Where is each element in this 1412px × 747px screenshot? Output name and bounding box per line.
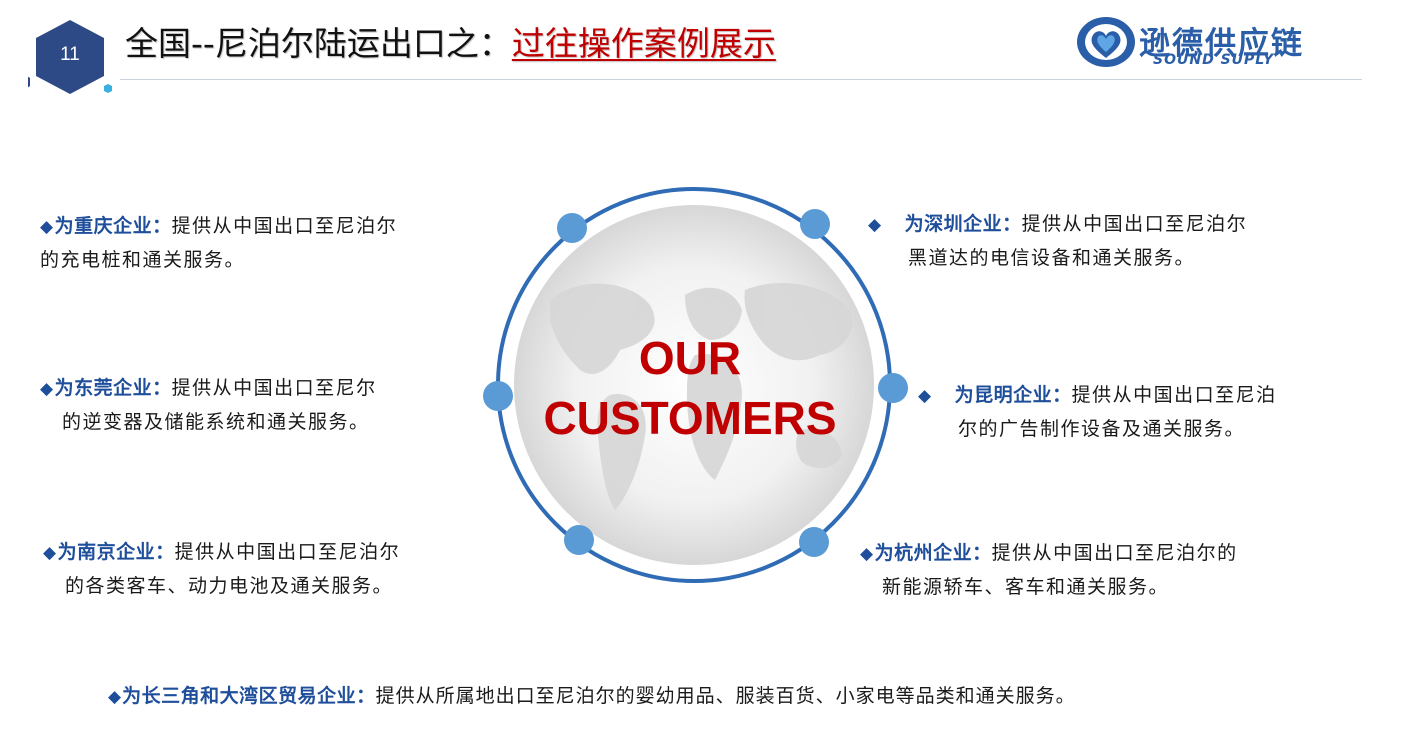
customer-lead: 为昆明企业： [954, 384, 1072, 406]
customer-text: 黑道达的电信设备和通关服务。 [908, 247, 1196, 269]
customer-text: 的各类客车、动力电池及通关服务。 [65, 575, 394, 597]
world-map-silhouette [550, 282, 853, 510]
customer-chongqing: ◆为重庆企业：提供从中国出口至尼泊尔 的充电桩和通关服务。 [40, 210, 397, 277]
center-heading: OUR CUSTOMERS [520, 330, 860, 450]
logo-english-name: SOUND SUPLY [1153, 52, 1275, 68]
title-prefix: 全国--尼泊尔陆运出口之： [125, 24, 512, 63]
diamond-bullet-icon: ◆ [43, 543, 58, 563]
customer-text: 尔的广告制作设备及通关服务。 [958, 418, 1246, 440]
logo-chinese-name: 逊德供应链 [1139, 26, 1304, 62]
customer-text: 新能源轿车、客车和通关服务。 [882, 576, 1170, 598]
customer-text: 提供从中国出口至尼尔 [171, 377, 377, 399]
customer-text: 提供从所属地出口至尼泊尔的婴幼用品、服装百货、小家电等品类和通关服务。 [375, 685, 1076, 707]
customer-dongguan: ◆为东莞企业：提供从中国出口至尼尔 的逆变器及储能系统和通关服务。 [40, 372, 377, 439]
diamond-bullet-icon: ◆ [918, 386, 933, 406]
header-divider [120, 79, 1362, 80]
small-hexagon-dark [28, 76, 30, 88]
customer-lead: 为深圳企业： [904, 213, 1022, 235]
customer-lead: 为东莞企业： [54, 377, 172, 399]
diamond-bullet-icon: ◆ [40, 379, 55, 399]
diamond-bullet-icon: ◆ [40, 217, 55, 237]
diamond-bullet-icon: ◆ [868, 215, 883, 235]
customer-yangtze-gba: ◆为长三角和大湾区贸易企业：提供从所属地出口至尼泊尔的婴幼用品、服装百货、小家电… [108, 680, 1076, 714]
center-line-customers: CUSTOMERS [543, 392, 837, 444]
customers-circle [483, 187, 908, 583]
customer-text: 的逆变器及储能系统和通关服务。 [62, 411, 370, 433]
diamond-bullet-icon: ◆ [108, 687, 123, 707]
center-line-our: OUR [638, 332, 742, 384]
page-number: 11 [60, 44, 80, 65]
company-logo: 逊德供应链 SOUND SUPLY [1075, 14, 1365, 74]
node-top-left [557, 213, 587, 243]
customer-shenzhen: ◆ 为深圳企业：提供从中国出口至尼泊尔 黑道达的电信设备和通关服务。 [868, 208, 1247, 275]
node-bottom-right [799, 527, 829, 557]
diamond-bullet-icon: ◆ [860, 544, 875, 564]
customer-lead: 为南京企业： [57, 541, 175, 563]
customer-text: 提供从中国出口至尼泊尔 [174, 541, 401, 563]
page-title: 全国--尼泊尔陆运出口之：过往操作案例展示 [125, 22, 776, 66]
title-highlight: 过往操作案例展示 [511, 24, 776, 63]
node-mid-left [483, 381, 513, 411]
node-bottom-left [564, 525, 594, 555]
customer-text: 的充电桩和通关服务。 [40, 249, 246, 271]
customer-lead: 为长三角和大湾区贸易企业： [122, 685, 376, 707]
customer-text: 提供从中国出口至尼泊 [1071, 384, 1277, 406]
customer-lead: 为重庆企业： [54, 215, 172, 237]
page-number-hexagon [28, 20, 112, 94]
node-top-right [800, 209, 830, 239]
customer-hangzhou: ◆为杭州企业：提供从中国出口至尼泊尔的 新能源轿车、客车和通关服务。 [860, 537, 1238, 604]
heart-globe-icon [1077, 17, 1135, 67]
customer-text: 提供从中国出口至尼泊尔的 [991, 542, 1238, 564]
small-hexagon-light [104, 84, 112, 93]
customer-kunming: ◆ 为昆明企业：提供从中国出口至尼泊 尔的广告制作设备及通关服务。 [918, 379, 1277, 446]
customer-lead: 为杭州企业： [874, 542, 992, 564]
customer-text: 提供从中国出口至尼泊尔 [171, 215, 398, 237]
customer-text: 提供从中国出口至尼泊尔 [1021, 213, 1248, 235]
node-mid-right [878, 373, 908, 403]
customer-nanjing: ◆为南京企业：提供从中国出口至尼泊尔 的各类客车、动力电池及通关服务。 [43, 536, 400, 603]
